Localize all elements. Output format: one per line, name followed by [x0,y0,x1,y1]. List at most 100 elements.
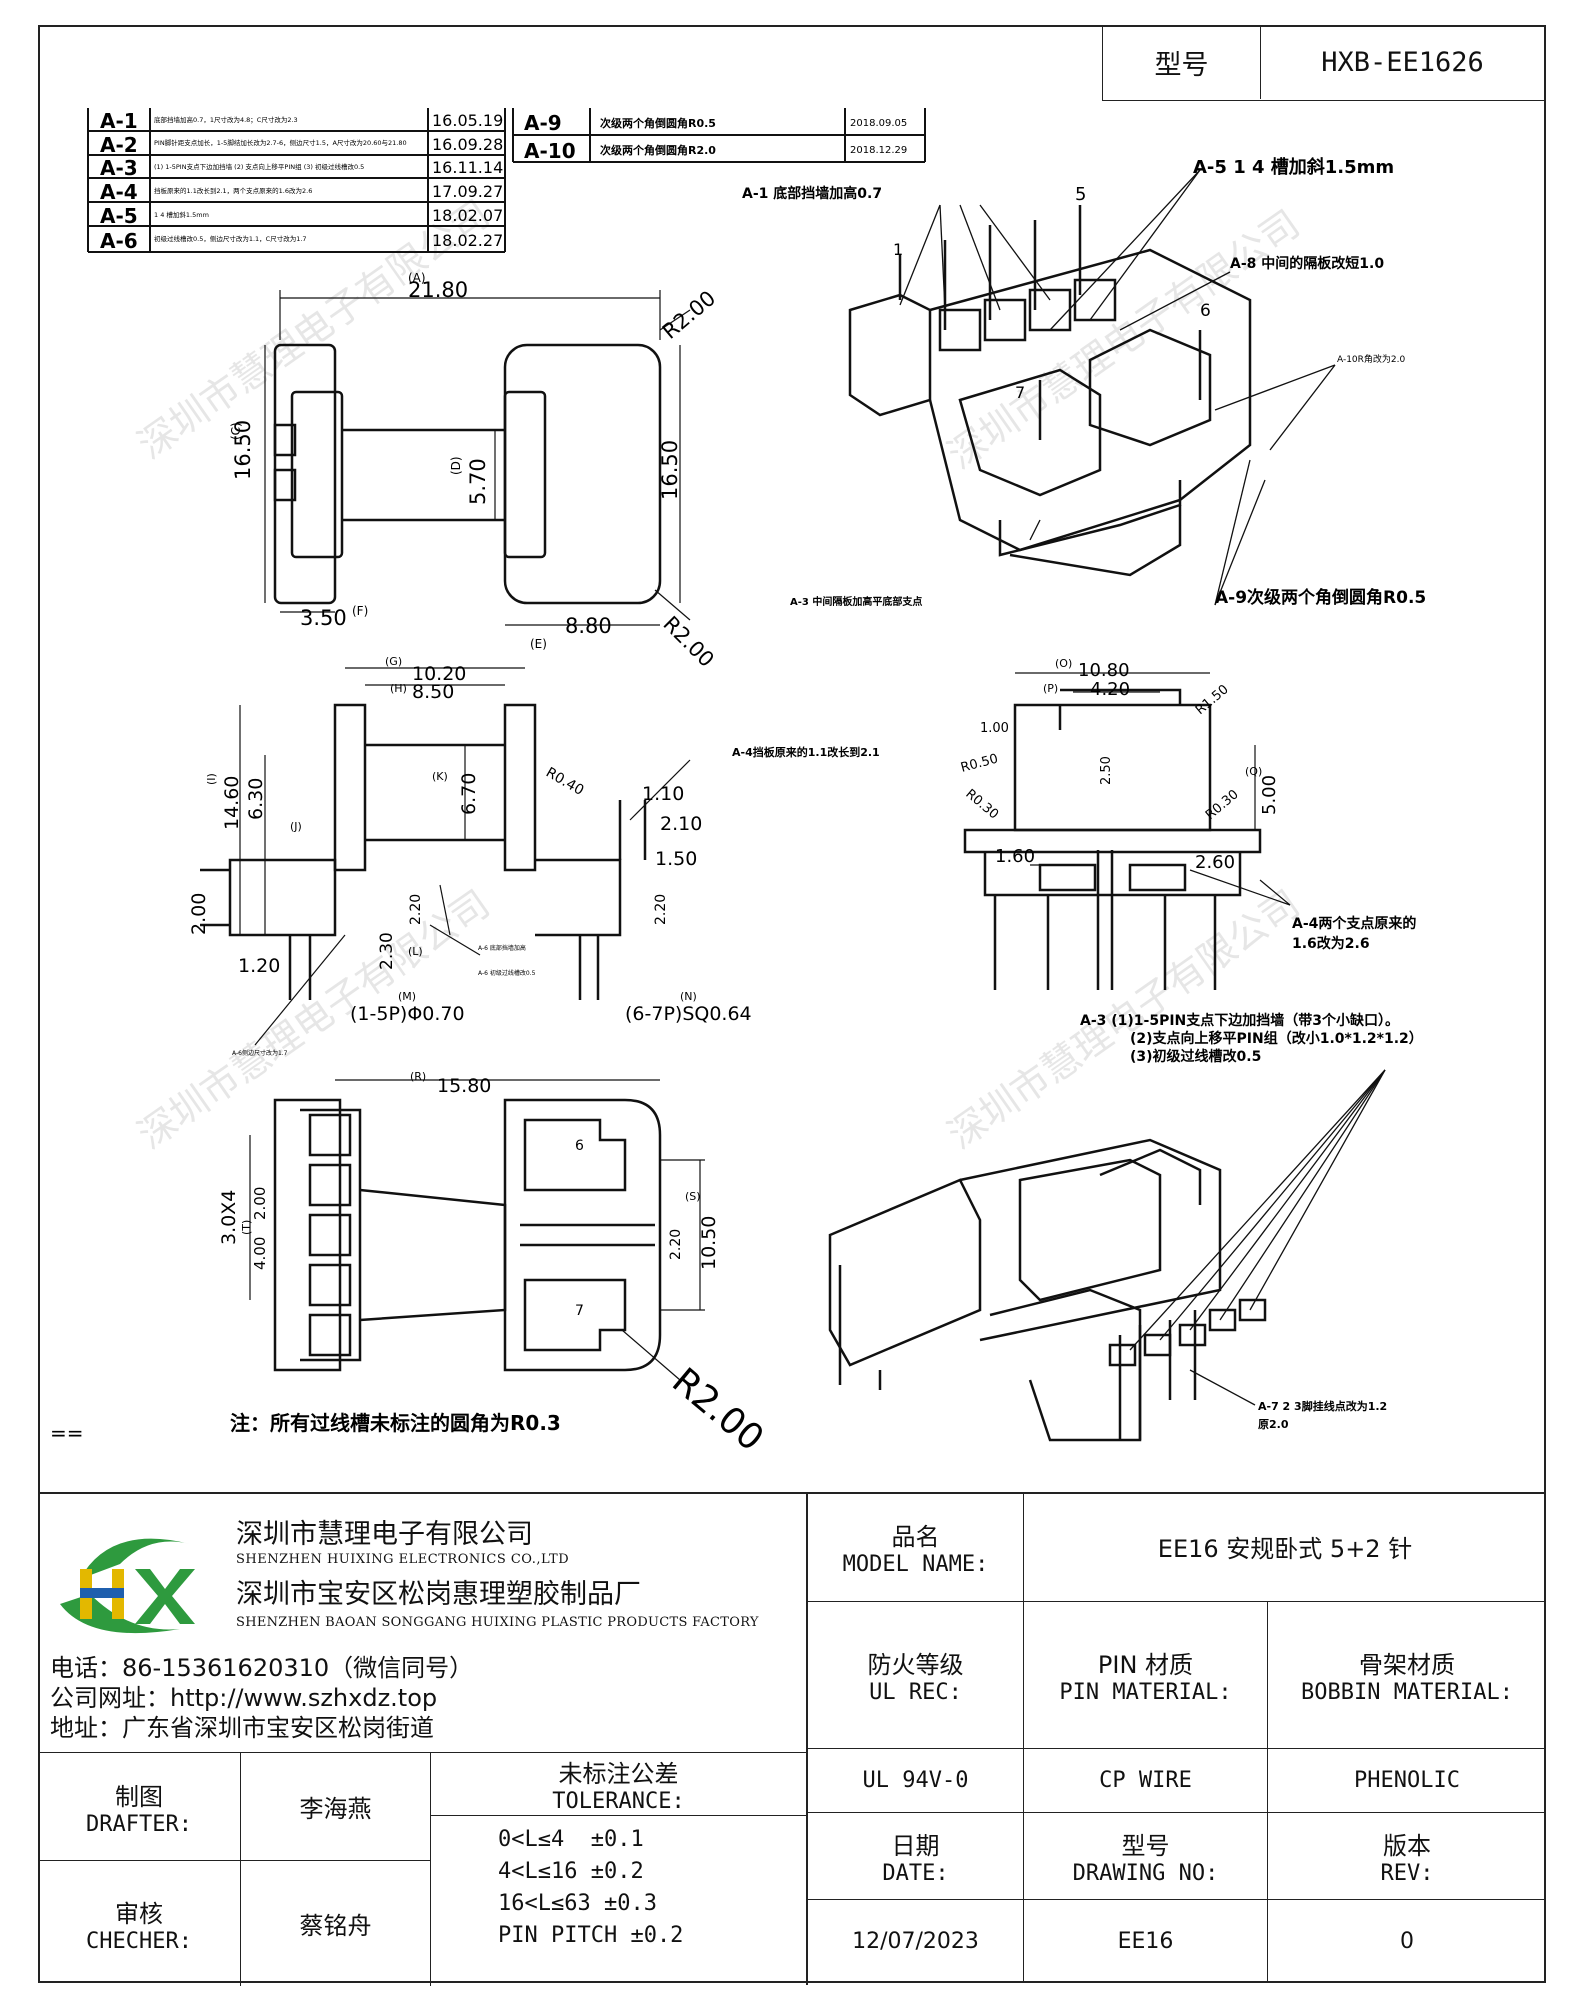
company-logo [60,1538,195,1634]
drafter-cn: 制图 [115,1782,163,1811]
dim-200b: 2.00 [251,1187,269,1220]
logo-swoosh-top [80,1538,190,1579]
note-a4-side: A-4挡板原来的1.1改长到2.1 [732,745,880,759]
iso-view-top [848,169,1336,606]
checker-en: CHECHER: [86,1928,192,1954]
dim-n-label: (N) [680,990,697,1003]
dim-r: 15.80 [437,1075,491,1097]
model-name-cn: 品名 [891,1522,940,1551]
iso-view-bottom-labels: A-7 2 3脚挂线点改为1.2 原2.0 [1258,1399,1387,1431]
revision-rows-left: A-1 A-2 A-3 A-4 A-5 A-6 [100,109,138,253]
rev-code: A-4 [100,180,138,204]
dim-d-label: (D) [449,456,463,475]
rev-desc: 次级两个角倒圆角R0.5 [600,116,716,130]
note-a8: A-8 中间的隔板改短1.0 [1230,255,1384,272]
rev-date: 18.02.07 [432,206,503,225]
dim-t-label: (T) [240,1220,253,1235]
dim-3x4: 3.0X4 [218,1190,240,1245]
rev-desc: 初级过线槽改0.5，侧边尺寸改为1.1，C尺寸改为1.7 [154,234,307,243]
dim-c: 16.50 [231,420,255,480]
rev-date: 2018.12.29 [850,145,907,156]
bobbin-material-header: 骨架材质 BOBBIN MATERIAL: [1268,1602,1546,1749]
checker-header: 审核 CHECHER: [38,1861,241,1986]
rev-desc: PIN脚针距支点加长，1-5脚结加长改为2.7-6，侧边尺寸1.5，A尺寸改为2… [154,138,407,147]
dim-q-label: (Q) [1245,765,1262,778]
note-a3: A-3 中间隔板加高平底部支点 [790,595,922,608]
a3-note-1: A-3 (1)1-5PIN支点下边加挡墙（带3个小缺口）。 [1080,1012,1399,1029]
dim-r050: R0.50 [959,752,1000,776]
dim-210: 2.10 [660,813,702,835]
dim-h-label: (H) [390,682,407,695]
rev-en: REV: [1380,1861,1434,1886]
drawing-no-header: 型号 DRAWING NO: [1024,1813,1268,1900]
title-block-bottom: 深圳市慧理电子有限公司 SHENZHEN HUIXING ELECTRONICS… [38,1492,1546,1986]
radius-1: R2.00 [658,286,720,344]
logo-x [135,1569,195,1624]
iso-view-bottom [828,1069,1386,1442]
note-a10: A-10R角改为2.0 [1337,353,1405,365]
rev-desc: 1 4 槽加斜1.5mm [154,210,209,219]
dim-s: 10.50 [698,1216,720,1270]
pin-7-label: 7 [1015,383,1025,402]
date-value: 12/07/2023 [808,1900,1024,1983]
ul-value: UL 94V-0 [808,1749,1024,1813]
factory-name-en: SHENZHEN BAOAN SONGGANG HUIXING PLASTIC … [236,1615,759,1630]
ul-en: UL REC: [869,1680,962,1705]
note-a7-1: A-7 2 3脚挂线点改为1.2 [1258,1399,1387,1413]
rev-code: A-9 [524,111,562,135]
company-area: 深圳市慧理电子有限公司 SHENZHEN HUIXING ELECTRONICS… [38,1494,806,1754]
drawing-sheet [38,25,1546,1983]
rev-desc: 底部挡墙加高0.7，1尺寸改为4.8；C尺寸改为2.3 [154,115,298,124]
front-view [963,672,1291,990]
dim-200: 2.00 [188,893,210,935]
tolerance-row: 4<L≤16 ±0.2 [498,1859,644,1884]
dim-p-label: (P) [1043,682,1058,695]
dim-220a: 2.20 [408,894,424,925]
note-a9: A-9次级两个角倒圆角R0.5 [1215,587,1426,608]
note-a1: A-1 底部挡墙加高0.7 [742,185,882,202]
dim-c-label: (C) [229,422,243,440]
small-note-2: A-6 初级过线槽改0.5 [478,969,536,977]
dim-100: 1.00 [980,721,1009,736]
dim-a: 21.80 [408,278,468,302]
tolerance-en: TOLERANCE: [552,1789,685,1814]
model-name-en: MODEL NAME: [842,1551,989,1577]
note-a5: A-5 1 4 槽加斜1.5mm [1193,156,1394,178]
bottom-pin-7: 7 [575,1303,584,1319]
bobbin-material-en: BOBBIN MATERIAL: [1301,1680,1513,1705]
pin-material-header: PIN 材质 PIN MATERIAL: [1024,1602,1268,1749]
drawing-no-en: DRAWING NO: [1072,1861,1219,1886]
dim-p: 4.20 [1090,679,1130,700]
pin-material-value: CP WIRE [1024,1749,1268,1813]
model-title-block: 型号 HXB-EE1626 [1102,25,1546,101]
dim-220c: 2.20 [668,1229,684,1260]
company-website[interactable]: 公司网址：http://www.szhxdz.top [50,1684,438,1712]
tolerance-rows: 0<L≤4 ±0.1 4<L≤16 ±0.2 16<L≤63 ±0.3 PIN … [498,1827,798,1955]
dim-j-label: (J) [290,820,302,833]
rev-cn: 版本 [1383,1832,1431,1860]
pins-1-5-dim: (1-5P)Φ0.70 [350,1003,465,1025]
top-view [264,290,691,626]
note-a4-front-1: A-4两个支点原来的 [1292,915,1416,932]
rev-date: 16.05.19 [432,111,503,130]
dim-j: 6.30 [245,778,267,820]
iso-view-top-labels: A-5 1 4 槽加斜1.5mm A-1 底部挡墙加高0.7 A-8 中间的隔板… [742,156,1426,608]
dim-400b: 4.00 [251,1237,269,1270]
small-note-1: A-6 底部挡墙加高 [478,944,526,952]
factory-name-cn: 深圳市宝安区松岗惠理塑胶制品厂 [236,1579,641,1610]
dim-m-label: (M) [398,990,416,1003]
rev-code: A-2 [100,133,138,157]
dim-o: 10.80 [1078,660,1130,681]
company-name-en: SHENZHEN HUIXING ELECTRONICS CO.,LTD [236,1552,570,1567]
dim-230: 2.30 [377,932,397,970]
drafter-en: DRAFTER: [86,1811,192,1837]
rev-date: 16.09.28 [432,135,503,154]
pin-6-label: 6 [1200,301,1211,321]
dim-160: 1.60 [995,846,1035,867]
note-a4-front-2: 1.6改为2.6 [1292,935,1370,952]
rev-code: A-6 [100,229,138,253]
dim-k: 6.70 [458,773,480,815]
date-header: 日期 DATE: [808,1813,1024,1900]
dim-250: 2.50 [1099,756,1114,785]
checker-value: 蔡铭舟 [241,1861,431,1986]
